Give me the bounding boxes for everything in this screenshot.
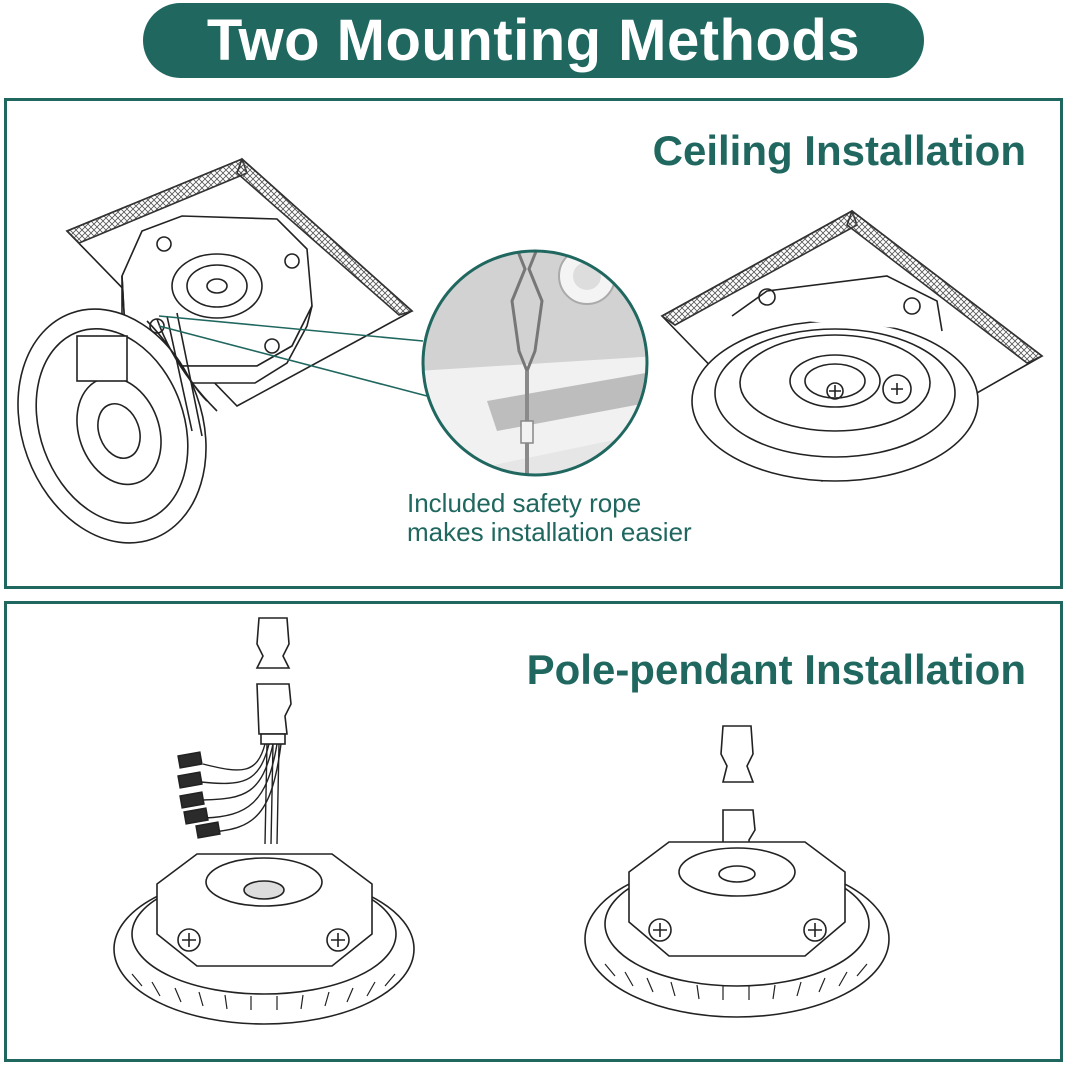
caption-line-2: makes installation easier xyxy=(407,517,692,547)
ceiling-illustrations xyxy=(17,157,1044,544)
pole-pendant-finished-drawing xyxy=(584,725,890,1018)
ceiling-mount-exploded-drawing xyxy=(17,157,414,544)
safety-rope-closeup xyxy=(421,249,649,477)
page-title-text: Two Mounting Methods xyxy=(206,8,861,73)
ceiling-mount-installed-drawing xyxy=(660,209,1044,483)
ceiling-installation-panel: Ceiling Installation xyxy=(4,98,1063,589)
pole-pendant-illustrations xyxy=(113,617,890,1025)
safety-rope-caption: Included safety rope makes installation … xyxy=(407,489,692,547)
pole-pendant-installation-panel: Pole-pendant Installation xyxy=(4,601,1063,1062)
pole-pendant-installation-heading: Pole-pendant Installation xyxy=(526,646,1026,693)
ceiling-installation-heading: Ceiling Installation xyxy=(652,127,1026,174)
page-title: Two Mounting Methods xyxy=(143,3,924,78)
caption-line-1: Included safety rope xyxy=(407,488,642,518)
pole-pendant-wiring-drawing xyxy=(113,617,415,1025)
